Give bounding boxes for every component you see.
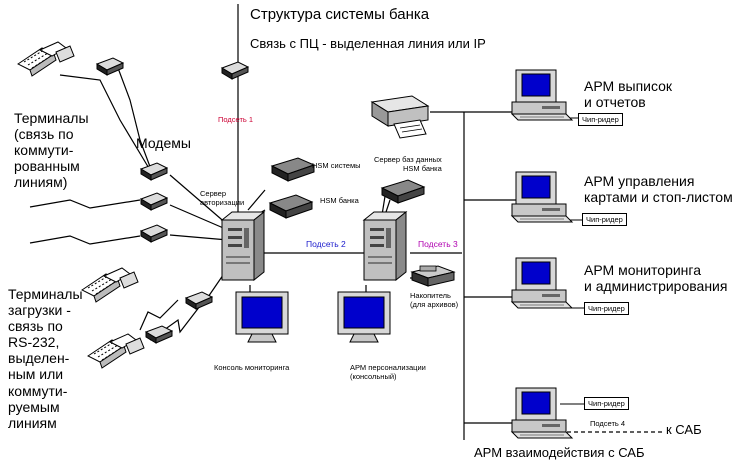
chip-reader-monitoring: Чип-ридер bbox=[584, 302, 629, 315]
arm-cards-label: АРМ управления картами и стоп-листом bbox=[584, 173, 733, 206]
monitoring-console-monitor-icon bbox=[235, 291, 289, 343]
workstation-monitoring-icon bbox=[511, 257, 573, 309]
subnet-4-label: Подсеть 4 bbox=[590, 419, 626, 428]
to-sab-label: к САБ bbox=[666, 422, 702, 437]
db-server-label: Сервер баз данных HSM банка bbox=[374, 155, 442, 173]
modem-icon bbox=[140, 192, 168, 211]
auth-server-label: Сервер авторизации bbox=[200, 189, 245, 207]
hsm-bank-label: HSM банка bbox=[320, 196, 359, 205]
chip-reader-statements: Чип-ридер bbox=[578, 113, 623, 126]
auth-server-tower-icon bbox=[221, 211, 265, 281]
modems-label: Модемы bbox=[136, 135, 191, 151]
connection-lines bbox=[29, 4, 520, 440]
db-server-tower-icon bbox=[363, 211, 407, 281]
pc-modem-icon bbox=[221, 61, 249, 80]
workstation-statements-icon bbox=[511, 69, 573, 121]
hsm-system-label: HSM системы bbox=[312, 161, 361, 170]
pos-terminal-icon bbox=[81, 267, 139, 303]
monitoring-console-label: Консоль мониторинга bbox=[214, 363, 290, 372]
chip-reader-cards: Чип-ридер bbox=[582, 213, 627, 226]
pos-terminal-icon bbox=[17, 41, 75, 77]
pos-terminal-icon bbox=[87, 333, 145, 369]
modem-icon bbox=[140, 224, 168, 243]
workstation-cards-icon bbox=[511, 171, 573, 223]
pc-link-label: Связь с ПЦ - выделенная линия или IP bbox=[250, 36, 486, 51]
printer-icon bbox=[371, 95, 429, 139]
modem-icon bbox=[145, 325, 173, 344]
tape-storage-icon bbox=[411, 265, 455, 287]
arm-sab-label: АРМ взаимодействия с САБ bbox=[474, 445, 645, 460]
modem-icon bbox=[185, 291, 213, 310]
arm-statements-label: АРМ выписок и отчетов bbox=[584, 78, 673, 111]
subnet-1-label: Подсеть 1 bbox=[218, 115, 254, 124]
storage-label: Накопитель (для архивов) bbox=[410, 291, 459, 309]
personalization-arm-label: АРМ персонализации (консольный) bbox=[350, 363, 426, 381]
subnet-2-label: Подсеть 2 bbox=[306, 239, 346, 249]
diagram-title: Структура системы банка bbox=[250, 6, 430, 23]
modem-icon bbox=[140, 162, 168, 181]
workstation-sab-icon bbox=[511, 387, 573, 439]
arm-monitoring-label: АРМ мониторинга и администрирования bbox=[584, 262, 728, 295]
hsm-system-icon bbox=[271, 157, 315, 182]
chip-reader-sab: Чип-ридер bbox=[584, 397, 629, 410]
subnet-3-label: Подсеть 3 bbox=[418, 239, 458, 249]
hsm-bank-icon bbox=[269, 194, 313, 219]
terminals-dialup-label: Терминалы (связь по коммути- рованным ли… bbox=[14, 110, 89, 191]
personalization-monitor-icon bbox=[337, 291, 391, 343]
terminals-load-label: Терминалы загрузки - связь по RS-232, вы… bbox=[8, 286, 83, 431]
hsm-bank-db-icon bbox=[381, 179, 425, 204]
